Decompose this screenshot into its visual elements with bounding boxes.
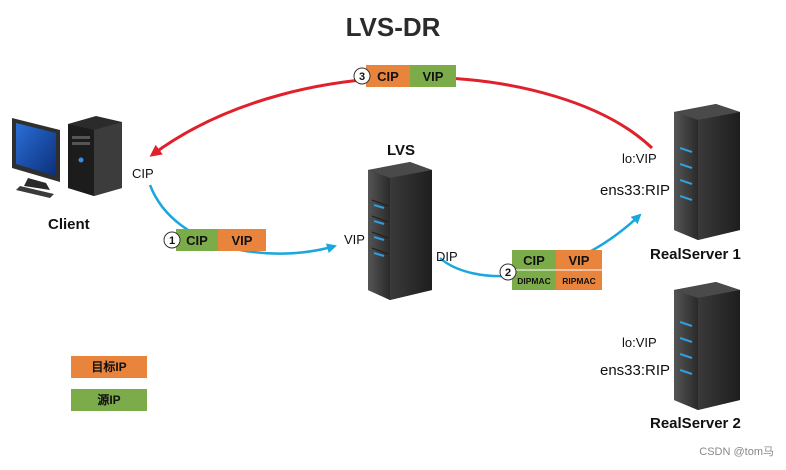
rs2-ens-label: ens33:RIP — [600, 362, 671, 379]
diagram-title: LVS-DR — [345, 12, 441, 42]
packet-3-dst: VIP — [423, 69, 444, 84]
packet-1-src: CIP — [186, 233, 208, 248]
lvs-server-icon — [368, 162, 432, 300]
packet-3-src: CIP — [377, 69, 399, 84]
lvs-label: LVS — [387, 142, 416, 159]
step-3-badge — [353, 67, 371, 85]
packet-2-dst-mac: RIPMAC — [562, 276, 596, 286]
step-2-badge — [499, 263, 517, 281]
realserver-2-label: RealServer 2 — [650, 415, 741, 432]
step-1-badge — [163, 231, 181, 249]
rs1-lo-label: lo:VIP — [622, 151, 657, 166]
step-2-number: 2 — [505, 267, 511, 279]
packet-2-dst: VIP — [569, 253, 590, 268]
packet-2-src: CIP — [523, 253, 545, 268]
packet-2: 2 CIP VIP DIPMAC RIPMAC — [499, 250, 602, 290]
step-1-number: 1 — [169, 235, 175, 247]
realserver-1-icon — [674, 104, 740, 240]
watermark: CSDN @tom马 — [699, 446, 774, 458]
lvs-vip-label: VIP — [344, 232, 365, 247]
client-cip-label: CIP — [132, 166, 154, 181]
packet-1-dst: VIP — [232, 233, 253, 248]
legend-dst-ip: 目标IP — [71, 356, 147, 378]
packet-1: 1 CIP VIP — [163, 229, 266, 251]
rs2-lo-label: lo:VIP — [622, 335, 657, 350]
step-3-number: 3 — [359, 71, 365, 83]
client-computer-icon — [12, 116, 122, 198]
legend-src-ip: 源IP — [71, 389, 147, 411]
packet-2-src-mac: DIPMAC — [517, 276, 551, 286]
lvs-dip-label: DIP — [436, 249, 458, 264]
realserver-2-icon — [674, 282, 740, 410]
realserver-1-label: RealServer 1 — [650, 246, 741, 263]
rs1-ens-label: ens33:RIP — [600, 182, 671, 199]
client-label: Client — [48, 216, 90, 233]
packet-3: 3 CIP VIP — [353, 65, 456, 87]
